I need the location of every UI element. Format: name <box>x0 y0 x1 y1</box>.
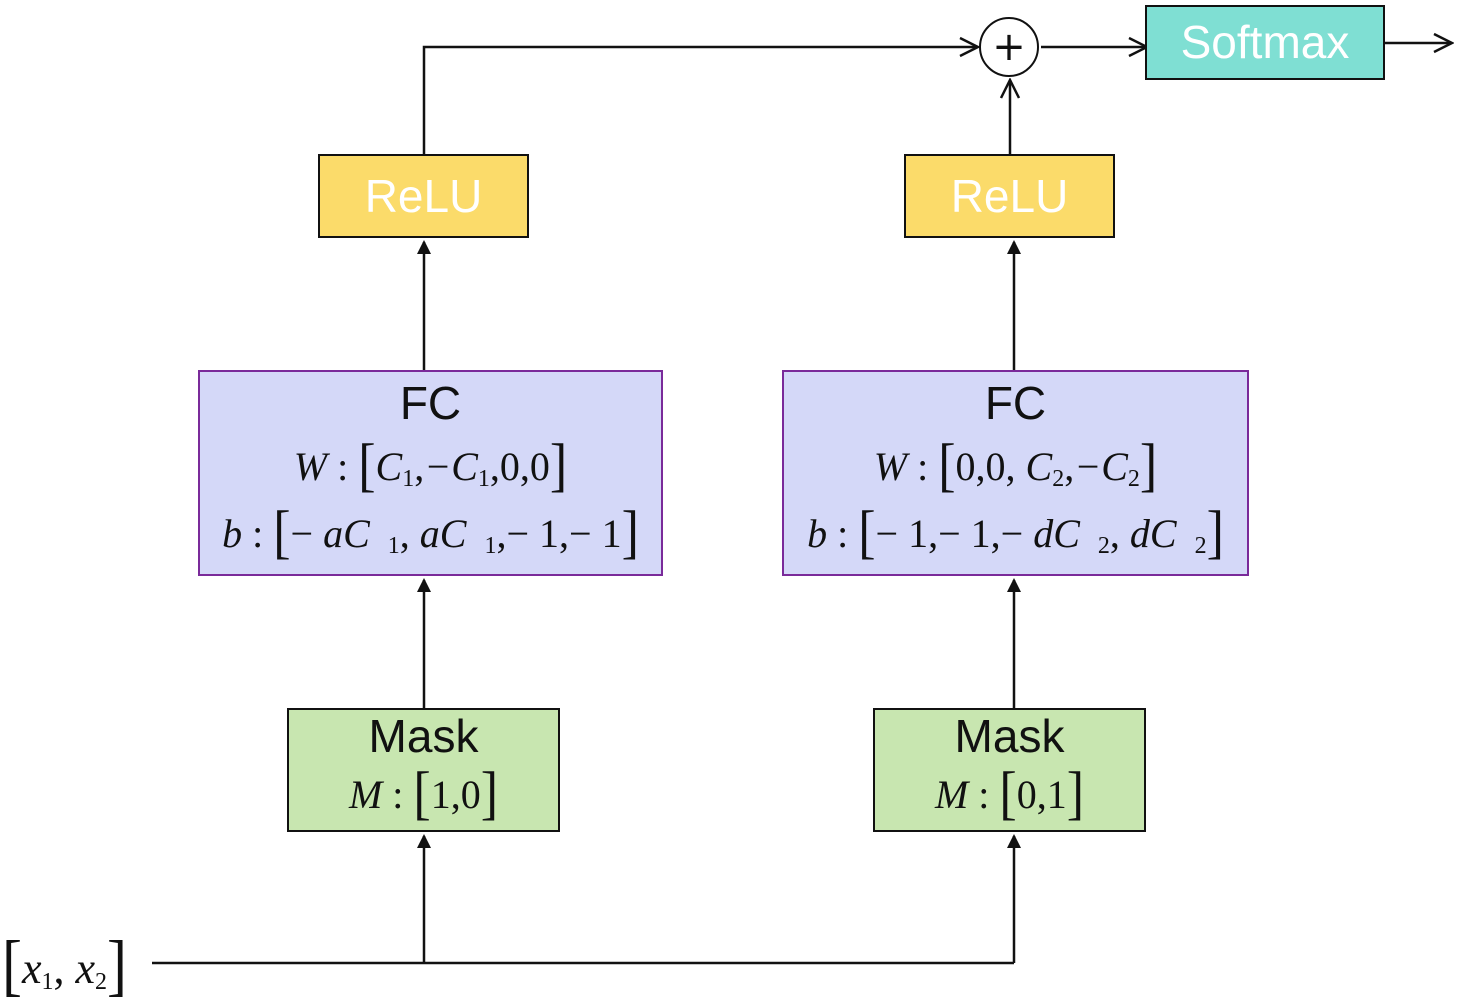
mask-node-left: Mask M : [1,0] <box>287 708 560 832</box>
relu-node-left: ReLU <box>318 154 529 238</box>
fc-right-title: FC <box>984 377 1047 430</box>
softmax-node: Softmax <box>1145 5 1385 80</box>
mask-left-value: M : [1,0] <box>348 761 499 827</box>
relu-left-label: ReLU <box>364 169 483 222</box>
arrow-relu-left-to-sum <box>422 47 978 154</box>
sum-node: + <box>979 17 1039 77</box>
fc-right-weights: W : [0,0, C2,−C2] <box>873 432 1158 498</box>
plus-icon: + <box>992 24 1026 70</box>
relu-node-right: ReLU <box>904 154 1115 238</box>
mask-node-right: Mask M : [0,1] <box>873 708 1146 832</box>
relu-right-label: ReLU <box>950 169 1069 222</box>
fc-left-title: FC <box>399 377 462 430</box>
mask-right-title: Mask <box>954 710 1065 763</box>
input-vector-label: [x1, x2] <box>2 927 128 997</box>
fc-left-weights: W : [C1,−C1,0,0] <box>293 432 568 498</box>
mask-right-value: M : [0,1] <box>934 761 1085 827</box>
softmax-label: Softmax <box>1180 16 1350 69</box>
mask-left-title: Mask <box>368 710 479 763</box>
